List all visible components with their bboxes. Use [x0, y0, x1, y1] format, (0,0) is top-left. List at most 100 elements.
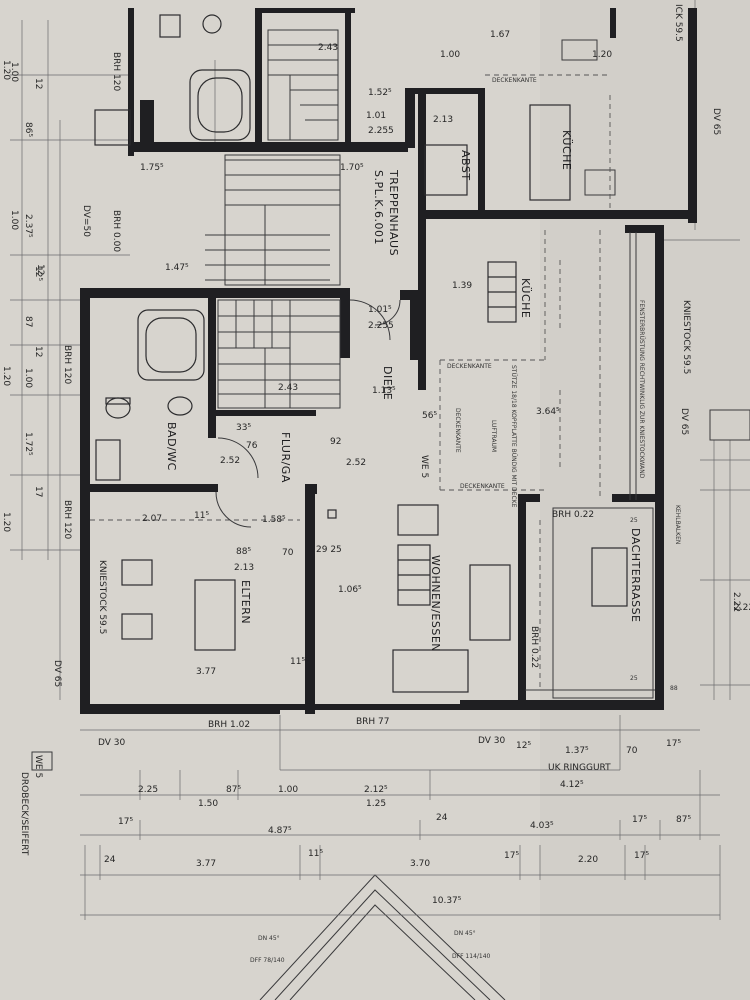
svg-text:4.87⁵: 4.87⁵	[268, 826, 292, 836]
room-treppenhaus-sub: S.PL.K.6.001	[372, 170, 385, 245]
svg-text:DECKENKANTE: DECKENKANTE	[447, 363, 492, 370]
svg-text:1.13⁵: 1.13⁵	[372, 386, 396, 396]
svg-text:12⁵: 12⁵	[33, 266, 43, 281]
bath-fixtures	[94, 14, 251, 481]
svg-text:UK RINGGURT: UK RINGGURT	[548, 763, 611, 773]
svg-text:70: 70	[626, 746, 638, 756]
svg-text:2.43: 2.43	[278, 383, 298, 393]
svg-text:3.64⁵: 3.64⁵	[536, 407, 560, 417]
svg-text:FENSTERBRÜSTUNG RECHTWINKLIG Z: FENSTERBRÜSTUNG RECHTWINKLIG ZUR KNIESTO…	[638, 300, 645, 479]
roof-outline	[80, 770, 721, 1000]
svg-text:1.75⁵: 1.75⁵	[140, 163, 164, 173]
svg-text:DROBECK/SEIFERT: DROBECK/SEIFERT	[19, 772, 29, 856]
svg-text:KEHLBALKEN: KEHLBALKEN	[674, 505, 681, 544]
svg-text:17⁵: 17⁵	[632, 815, 647, 825]
svg-text:2.07: 2.07	[142, 514, 162, 524]
svg-text:87: 87	[23, 316, 33, 327]
room-bad: BAD/WC	[165, 422, 178, 471]
svg-text:24: 24	[104, 855, 116, 865]
svg-text:BRH 0.22: BRH 0.22	[529, 626, 539, 668]
svg-text:33⁵: 33⁵	[236, 423, 251, 433]
room-abst: ABST	[459, 150, 472, 181]
svg-text:BRH 120: BRH 120	[111, 52, 121, 92]
svg-text:25: 25	[630, 675, 638, 682]
svg-text:BRH 120: BRH 120	[62, 500, 72, 540]
dimensions: 2.43 1.52⁵ 1.01 2.255 2.13 1.00 1.20 1.6…	[1, 30, 750, 906]
svg-text:10.37⁵: 10.37⁵	[432, 896, 462, 906]
doors	[215, 299, 401, 528]
svg-text:1.25: 1.25	[366, 799, 386, 809]
svg-text:2.37⁵: 2.37⁵	[23, 214, 33, 238]
room-kueche-top: KÜCHE	[560, 130, 573, 170]
svg-text:DV=50: DV=50	[81, 205, 91, 237]
svg-text:70: 70	[282, 548, 294, 558]
room-treppenhaus: TREPPENHAUS	[387, 169, 400, 256]
svg-text:DECKENKANTE: DECKENKANTE	[454, 408, 461, 453]
svg-text:2.20: 2.20	[578, 855, 598, 865]
svg-text:56⁵: 56⁵	[422, 411, 437, 421]
svg-text:2.12⁵: 2.12⁵	[364, 785, 388, 795]
svg-text:1.50: 1.50	[198, 799, 218, 809]
svg-text:1.20: 1.20	[1, 512, 11, 532]
svg-text:DECKENKANTE: DECKENKANTE	[460, 483, 505, 490]
svg-text:76: 76	[246, 441, 258, 451]
svg-text:12: 12	[33, 346, 43, 357]
svg-text:17⁵: 17⁵	[634, 851, 649, 861]
svg-text:1.72⁵: 1.72⁵	[23, 432, 33, 456]
svg-text:12⁵: 12⁵	[516, 741, 531, 751]
annotation-labels: KNIESTOCK 59.5 KNIESTOCK 59.5 ICK 59.5 D…	[19, 4, 721, 964]
svg-text:KNIESTOCK 59.5: KNIESTOCK 59.5	[97, 560, 107, 634]
svg-text:12: 12	[35, 264, 45, 275]
svg-text:DECKENKANTE: DECKENKANTE	[492, 77, 537, 84]
ceiling-edges	[90, 74, 655, 691]
svg-text:DV 65: DV 65	[711, 108, 721, 135]
svg-text:2.13: 2.13	[433, 115, 453, 125]
svg-text:1.37⁵: 1.37⁵	[565, 746, 589, 756]
svg-text:1.70⁵: 1.70⁵	[340, 163, 364, 173]
svg-text:1.20: 1.20	[1, 60, 11, 80]
room-diele: DIELE	[381, 366, 394, 400]
room-kueche: KÜCHE	[519, 278, 532, 318]
svg-text:1.52⁵: 1.52⁵	[368, 88, 392, 98]
dv30-right: DV 30	[478, 736, 506, 746]
svg-text:29 25: 29 25	[316, 545, 342, 555]
svg-text:2.13: 2.13	[234, 563, 254, 573]
svg-text:WE 5: WE 5	[419, 455, 429, 478]
svg-text:1.47⁵: 1.47⁵	[165, 263, 189, 273]
svg-text:2.43: 2.43	[318, 43, 338, 53]
svg-text:DN 45°: DN 45°	[258, 935, 280, 942]
svg-text:BRH 1.02: BRH 1.02	[208, 720, 250, 730]
svg-text:1.20: 1.20	[1, 366, 11, 386]
svg-text:1.01⁵: 1.01⁵	[368, 305, 392, 315]
svg-text:1.00: 1.00	[9, 62, 19, 82]
svg-text:87⁵: 87⁵	[676, 815, 691, 825]
svg-text:11⁵: 11⁵	[290, 657, 305, 667]
svg-text:DFF 78/140: DFF 78/140	[250, 957, 285, 964]
svg-text:2.255: 2.255	[368, 126, 394, 136]
room-dachterrasse: DACHTERRASSE	[629, 528, 642, 623]
svg-text:11⁵: 11⁵	[308, 849, 323, 859]
svg-text:ICK 59.5: ICK 59.5	[673, 4, 683, 42]
svg-text:STÜTZE 18/18 KOPFPLATTE BÜNDIG: STÜTZE 18/18 KOPFPLATTE BÜNDIG MIT DECKE	[510, 365, 517, 508]
svg-text:2.22: 2.22	[731, 592, 741, 612]
svg-text:1.00: 1.00	[23, 368, 33, 388]
room-labels: BAD/WC FLUR/GA DIELE KÜCHE KÜCHE WOHNEN/…	[165, 130, 642, 652]
svg-text:2.22: 2.22	[734, 603, 750, 613]
svg-text:17⁵: 17⁵	[118, 817, 133, 827]
walls	[80, 8, 697, 714]
svg-text:DV 65: DV 65	[679, 408, 689, 435]
svg-text:88⁵: 88⁵	[236, 547, 251, 557]
svg-text:2.255: 2.255	[368, 321, 394, 331]
svg-text:1.58⁵: 1.58⁵	[262, 515, 286, 525]
svg-text:DV 65: DV 65	[52, 660, 62, 687]
svg-text:11⁵: 11⁵	[194, 511, 209, 521]
staircase-upper	[205, 29, 341, 286]
svg-text:1.20: 1.20	[592, 50, 612, 60]
svg-text:DFF 114/140: DFF 114/140	[452, 953, 491, 960]
svg-text:1.39: 1.39	[452, 281, 472, 291]
svg-text:4.12⁵: 4.12⁵	[560, 780, 584, 790]
svg-text:88: 88	[670, 685, 678, 692]
svg-text:1.01: 1.01	[366, 111, 386, 121]
svg-text:1.67: 1.67	[490, 30, 510, 40]
